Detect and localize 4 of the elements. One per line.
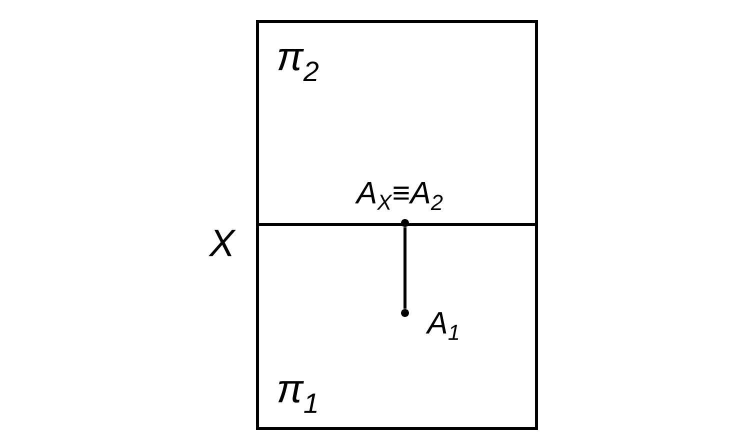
axis-label: X — [208, 230, 236, 256]
connecting-line — [404, 227, 406, 309]
point-label: A$_{X}$≡A$_{2}$ — [354, 182, 443, 210]
point-label: A$_{1}$ — [426, 312, 458, 340]
